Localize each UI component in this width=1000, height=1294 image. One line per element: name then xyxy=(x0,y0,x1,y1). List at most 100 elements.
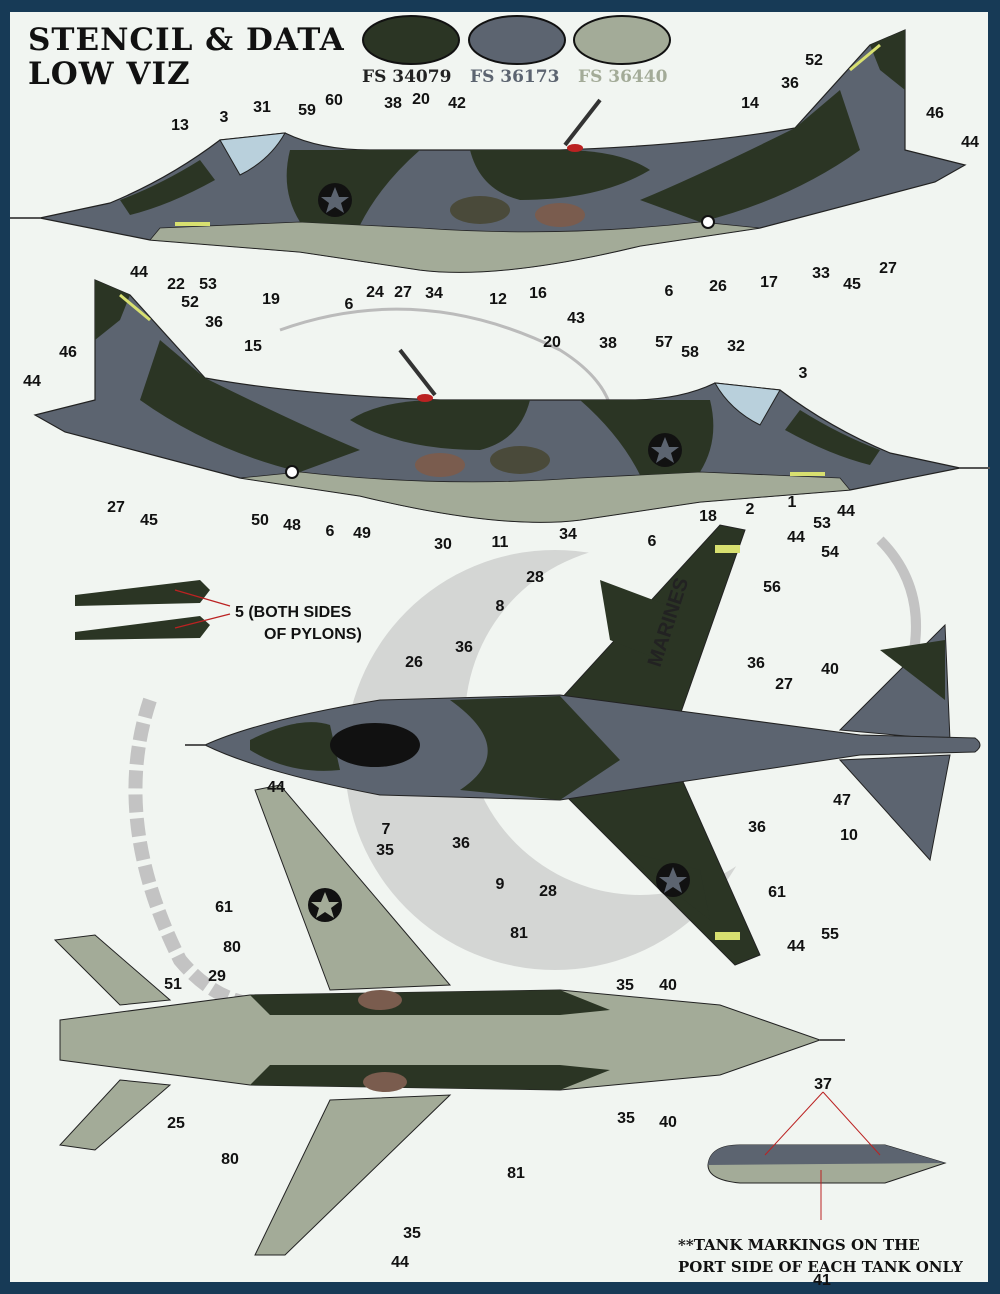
pylon-note-line-2: OF PYLONS) xyxy=(264,626,362,643)
callout-label: 81 xyxy=(507,1165,525,1182)
callout-label: 46 xyxy=(59,344,77,361)
callout-label: 14 xyxy=(741,95,759,112)
callout-label: 31 xyxy=(253,99,271,116)
callout-label: 30 xyxy=(434,536,452,553)
title-line-2: LOW VIZ xyxy=(28,56,191,92)
callout-label: 53 xyxy=(199,276,217,293)
callout-label: 45 xyxy=(843,276,861,293)
callout-label: 37 xyxy=(814,1076,832,1093)
callout-label: 34 xyxy=(559,526,577,543)
callout-label: 44 xyxy=(961,134,979,151)
callout-label: 27 xyxy=(775,676,793,693)
callout-label: 36 xyxy=(747,655,765,672)
callout-label: 2 xyxy=(746,501,755,518)
callout-label: 41 xyxy=(813,1272,831,1289)
callout-label: 25 xyxy=(167,1115,185,1132)
callout-label: 54 xyxy=(821,544,839,561)
callout-label: 38 xyxy=(599,335,617,352)
tank-note-line-2: PORT SIDE OF EACH TANK ONLY xyxy=(678,1258,963,1276)
callout-label: 52 xyxy=(181,294,199,311)
callout-label: 22 xyxy=(167,276,185,293)
callout-label: 35 xyxy=(376,842,394,859)
callout-label: 44 xyxy=(787,938,805,955)
callout-label: 43 xyxy=(567,310,585,327)
swatch-fs34079 xyxy=(362,15,460,65)
callout-label: 36 xyxy=(455,639,473,656)
callout-label: 29 xyxy=(208,968,226,985)
aircraft-top-view: MARINES xyxy=(185,524,981,966)
swatch-fs36173 xyxy=(468,15,566,65)
callout-label: 44 xyxy=(267,779,285,796)
callout-label: 40 xyxy=(821,661,839,678)
callout-label: 56 xyxy=(763,579,781,596)
callout-label: 59 xyxy=(298,102,316,119)
callout-label: 32 xyxy=(727,338,745,355)
callout-label: 36 xyxy=(205,314,223,331)
callout-label: 6 xyxy=(326,523,335,540)
callout-label: 61 xyxy=(768,884,786,901)
callout-label: 50 xyxy=(251,512,269,529)
callout-label: 10 xyxy=(840,827,858,844)
callout-label: 24 xyxy=(366,284,384,301)
callout-label: 61 xyxy=(215,899,233,916)
callout-label: 36 xyxy=(748,819,766,836)
callout-label: 80 xyxy=(221,1151,239,1168)
callout-label: 35 xyxy=(616,977,634,994)
callout-label: 49 xyxy=(353,525,371,542)
title-line-1: STENCIL & DATA xyxy=(28,22,345,58)
callout-label: 3 xyxy=(220,109,229,126)
callout-label: 11 xyxy=(492,534,509,551)
callout-label: 53 xyxy=(813,515,831,532)
aircraft-bottom-view xyxy=(53,784,845,1256)
callout-label: 12 xyxy=(489,291,507,308)
callout-label: 51 xyxy=(164,976,182,993)
callout-label: 16 xyxy=(529,285,547,302)
callout-label: 55 xyxy=(821,926,839,943)
callout-label: 17 xyxy=(760,274,778,291)
callout-label: 44 xyxy=(391,1254,409,1271)
callout-label: 40 xyxy=(659,977,677,994)
callout-label: 44 xyxy=(130,264,148,281)
swatch-label-fs36173: FS 36173 xyxy=(470,67,559,87)
callout-label: 58 xyxy=(681,344,699,361)
callout-label: 3 xyxy=(799,365,808,382)
tank-note-line-1: **TANK MARKINGS ON THE xyxy=(678,1236,920,1254)
callout-label: 42 xyxy=(448,95,466,112)
callout-label: 6 xyxy=(648,533,657,550)
callout-label: 35 xyxy=(403,1225,421,1242)
aircraft-starboard-side-view xyxy=(33,278,992,525)
callout-label: 28 xyxy=(526,569,544,586)
callout-label: 7 xyxy=(382,821,391,838)
callout-label: 27 xyxy=(394,284,412,301)
callout-label: 33 xyxy=(812,265,830,282)
pylons: 5 (BOTH SIDES OF PYLONS) xyxy=(75,580,362,643)
callout-label: 40 xyxy=(659,1114,677,1131)
callout-label: 27 xyxy=(879,260,897,277)
callout-label: 26 xyxy=(405,654,423,671)
callout-label: 44 xyxy=(787,529,805,546)
swatch-fs36440 xyxy=(573,15,671,65)
callout-label: 81 xyxy=(510,925,528,942)
callout-label: 8 xyxy=(496,598,505,615)
callout-label: 47 xyxy=(833,792,851,809)
callout-label: 19 xyxy=(262,291,280,308)
callout-label: 80 xyxy=(223,939,241,956)
callout-label: 48 xyxy=(283,517,301,534)
callout-label: 18 xyxy=(699,508,717,525)
callout-label: 9 xyxy=(496,876,505,893)
callout-label: 36 xyxy=(452,835,470,852)
callout-label: 27 xyxy=(107,499,125,516)
callout-label: 13 xyxy=(171,117,189,134)
callout-label: 60 xyxy=(325,92,343,109)
callout-label: 38 xyxy=(384,95,402,112)
color-swatches: FS 34079 FS 36173 FS 36440 xyxy=(362,15,671,87)
callout-label: 34 xyxy=(425,285,443,302)
callout-label: 44 xyxy=(837,503,855,520)
swatch-label-fs36440: FS 36440 xyxy=(578,67,668,87)
callout-label: 20 xyxy=(412,91,430,108)
callout-label: 1 xyxy=(788,494,797,511)
callout-label: 36 xyxy=(781,75,799,92)
pylon-note-line-1: 5 (BOTH SIDES xyxy=(235,604,352,621)
